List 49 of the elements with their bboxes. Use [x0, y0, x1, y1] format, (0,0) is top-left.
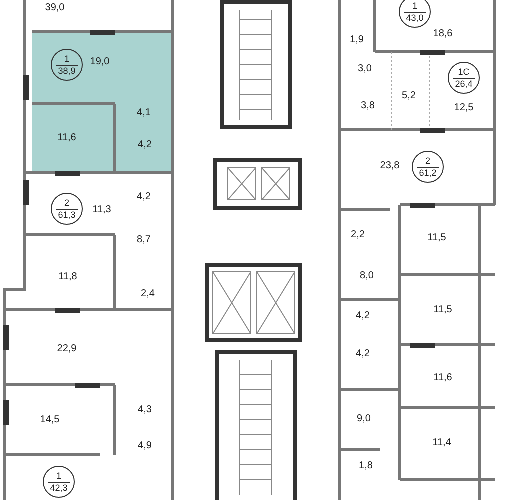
room-area: 11,6: [58, 132, 76, 144]
room-area: 4,3: [138, 404, 152, 416]
room-count: 2: [425, 156, 430, 166]
room-count: 1С: [458, 66, 470, 78]
apartment-badge: [412, 151, 444, 183]
apartment-badge: [448, 62, 480, 94]
room-area: 12,5: [454, 102, 474, 114]
apartment-badge: [51, 49, 83, 81]
room-area: 11,6: [434, 372, 452, 384]
room-area: 1,8: [359, 460, 373, 472]
room-count: 1: [64, 54, 70, 64]
room-area: 9,0: [357, 414, 371, 424]
apartment-area: 43,0: [404, 12, 426, 24]
room-area: 22,9: [57, 344, 77, 354]
room-area: 19,0: [90, 56, 110, 68]
apartment-area: 26,4: [453, 78, 475, 90]
apartment-badge: [43, 466, 75, 498]
room-area: 11,5: [434, 304, 452, 316]
room-area: 3,0: [358, 64, 372, 74]
room-area: 11,5: [428, 232, 446, 244]
room-count: 2: [64, 198, 70, 208]
room-area: 5,2: [402, 90, 416, 102]
apartment-badge: [51, 193, 83, 225]
room-area: 4,9: [138, 440, 152, 452]
room-area: 2,4: [141, 288, 155, 300]
room-area: 14,5: [40, 414, 60, 426]
room-area: 11,4: [432, 438, 452, 448]
room-area: 4,2: [137, 192, 151, 202]
room-area: 8,7: [137, 234, 151, 246]
room-count: 1: [412, 0, 418, 12]
room-area: 4,2: [356, 348, 370, 360]
apartment-area: 38,9: [56, 64, 78, 76]
apartment-area: 61,2: [417, 166, 439, 178]
room-area: 4,2: [356, 310, 370, 322]
room-area: 11,3: [92, 204, 112, 216]
apartment-area: 61,3: [56, 208, 78, 220]
room-area: 8,0: [360, 270, 374, 282]
room-area: 4,1: [137, 108, 151, 118]
room-area: 39,0: [45, 2, 65, 14]
room-area: 1,9: [350, 34, 364, 46]
apartment-badge: [399, 0, 431, 28]
room-area: 3,8: [361, 100, 375, 112]
room-count: 1: [56, 470, 62, 482]
room-area: 23,8: [380, 160, 400, 172]
room-area: 2,2: [351, 230, 365, 240]
apartment-area: 42,3: [48, 482, 70, 494]
room-area: 4,2: [138, 140, 152, 150]
room-area: 18,6: [433, 28, 453, 40]
room-area: 11,8: [58, 272, 78, 282]
